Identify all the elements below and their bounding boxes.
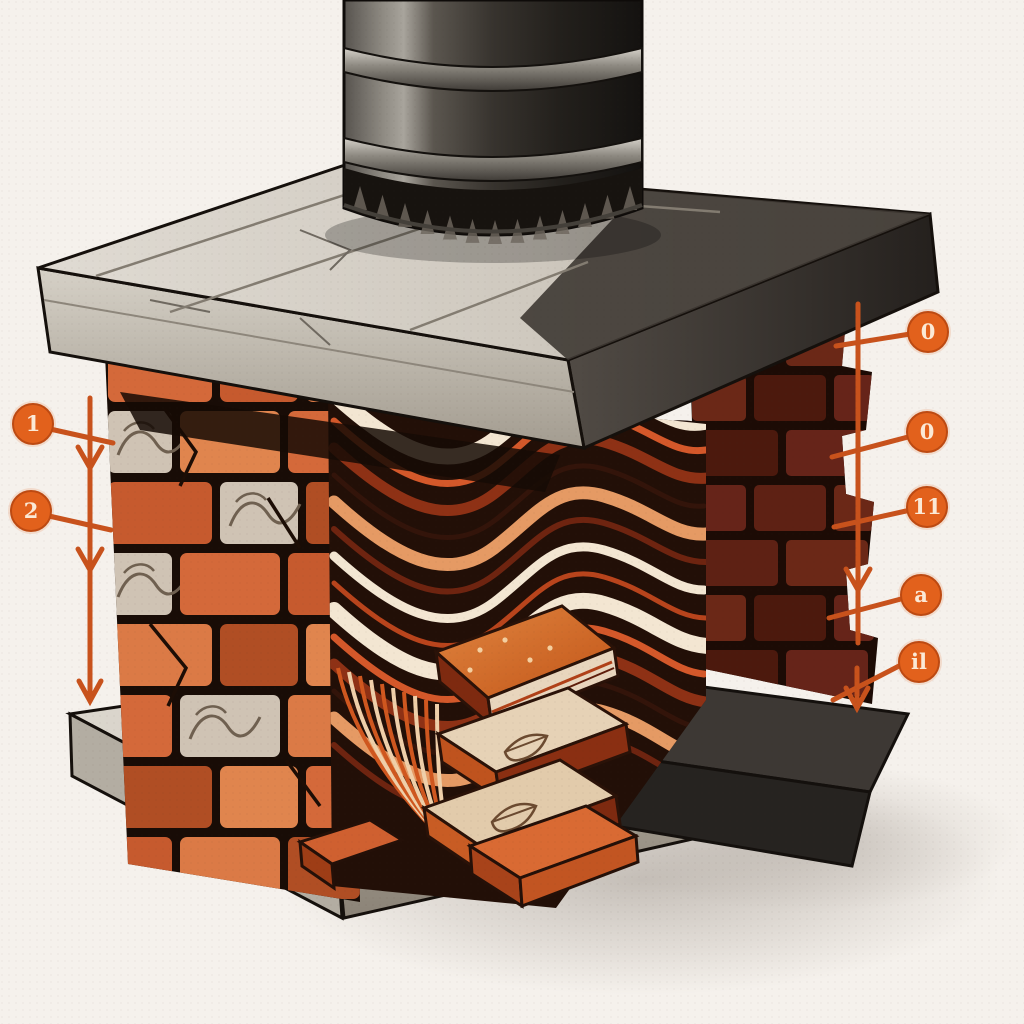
callout-marker-right-5: il [898, 641, 940, 683]
marker-label: 1 [25, 410, 41, 436]
marker-label: 0 [920, 318, 936, 344]
callout-marker-right-2: 0 [906, 411, 948, 453]
callout-marker-right-3: 11 [906, 486, 948, 528]
callout-marker-right-1: 0 [907, 311, 949, 353]
callout-marker-right-4: a [900, 574, 942, 616]
marker-label: il [911, 648, 927, 674]
marker-label: 0 [919, 418, 935, 444]
marker-label: 11 [912, 493, 942, 519]
marker-label: 2 [23, 497, 39, 523]
marker-label: a [914, 581, 928, 607]
callout-marker-left-1: 1 [12, 403, 54, 445]
callout-marker-left-2: 2 [10, 490, 52, 532]
